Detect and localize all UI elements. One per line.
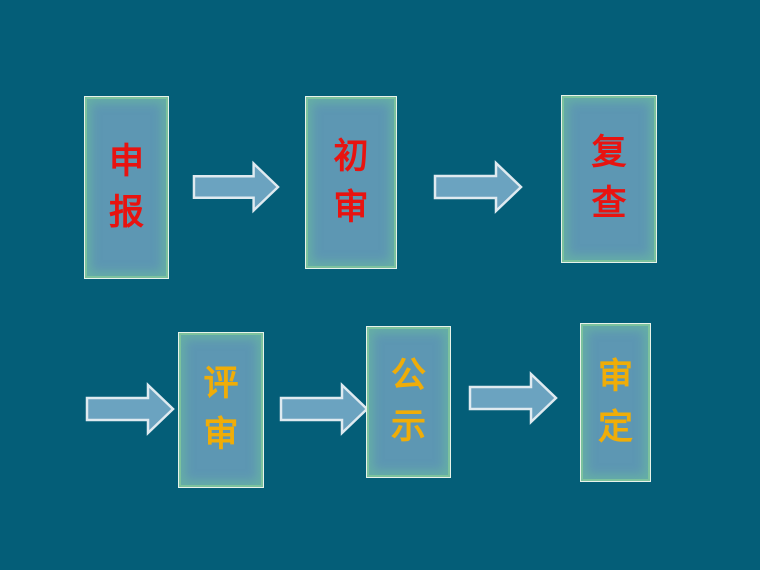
right-arrow-icon [279, 382, 369, 436]
right-arrow-icon [468, 371, 558, 425]
step-recheck-label: 复查 [591, 132, 627, 224]
right-arrow-icon [85, 382, 175, 436]
step-public-notice-label: 公示 [390, 355, 426, 447]
step-final-approval-label: 审定 [597, 355, 633, 448]
right-arrow-icon [192, 160, 280, 214]
step-recheck-box: 复查 [562, 96, 656, 262]
step-initial-review-label: 初审 [333, 135, 369, 228]
step-final-approval-box: 审定 [581, 324, 650, 481]
step-evaluation-box: 评审 [179, 333, 263, 487]
right-arrow-icon [433, 160, 523, 214]
step-application-label: 申报 [108, 140, 144, 233]
step-initial-review-box: 初审 [306, 97, 396, 268]
step-evaluation-label: 评审 [203, 363, 239, 455]
step-application-box: 申报 [85, 97, 168, 278]
step-public-notice-box: 公示 [367, 327, 450, 477]
